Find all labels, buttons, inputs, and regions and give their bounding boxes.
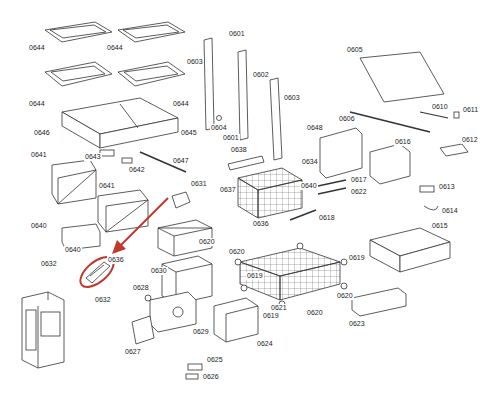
callout-number: 0631 (190, 180, 208, 188)
callout-number: 0644 (28, 100, 46, 108)
callout-number: 0644 (172, 100, 190, 108)
callout-number: 0643 (84, 153, 102, 161)
callout-number: 0615 (431, 222, 449, 230)
callout-number: 0603 (283, 94, 301, 102)
callout-number: 0646 (33, 129, 51, 137)
callout-number: 0640 (30, 222, 48, 230)
callout-number: 0640 (64, 246, 82, 254)
callout-number: 0647 (172, 157, 190, 165)
callout-number: 0614 (441, 207, 459, 215)
callout-number: 0618 (318, 214, 336, 222)
callout-number: 0601 (228, 30, 246, 38)
callout-number: 0636 (252, 220, 270, 228)
callout-number: 0619 (348, 254, 366, 262)
callout-number: 0624 (256, 340, 274, 348)
callout-number: 0623 (348, 320, 366, 328)
callout-number: 0628 (132, 284, 150, 292)
callout-number: 0644 (106, 44, 124, 52)
callout-number: 0630 (150, 267, 168, 275)
callout-number: 0604 (210, 124, 228, 132)
callout-number: 0638 (230, 146, 248, 154)
callout-number: 0603 (186, 58, 204, 66)
callout-number: 0632 (40, 260, 58, 268)
callout-number: 0629 (192, 328, 210, 336)
callout-number: 0636 (107, 256, 125, 264)
callout-number: 0617 (350, 176, 368, 184)
callout-number: 0632 (94, 296, 112, 304)
callout-number: 0621 (270, 304, 288, 312)
callout-number: 0610 (431, 103, 449, 111)
callout-number: 0611 (462, 106, 479, 114)
callout-number: 0619 (246, 272, 264, 280)
callout-number: 0619 (262, 312, 280, 320)
callout-number: 0620 (306, 309, 324, 317)
callout-number: 0644 (28, 44, 46, 52)
callout-number: 0627 (124, 348, 142, 356)
callout-number: 0606 (338, 115, 356, 123)
callout-number: 0625 (206, 356, 224, 364)
callout-number: 0634 (301, 158, 319, 166)
callout-number: 0602 (252, 71, 270, 79)
callout-number: 0620 (198, 238, 216, 246)
callout-number: 0613 (438, 183, 456, 191)
callout-number: 0641 (98, 182, 116, 190)
callout-number: 0626 (202, 373, 220, 381)
callout-number: 0637 (219, 186, 237, 194)
callout-number: 0642 (128, 166, 146, 174)
callout-number: 0622 (350, 188, 368, 196)
callout-number: 0612 (461, 136, 479, 144)
callout-number: 0645 (180, 129, 198, 137)
callout-number: 0620 (336, 292, 354, 300)
callout-number: 0648 (306, 124, 324, 132)
callout-number: 0605 (346, 46, 364, 54)
callout-number: 0620 (228, 248, 246, 256)
callout-number: 0616 (394, 138, 412, 146)
callout-number: 0641 (30, 151, 48, 159)
callout-number: 0601 (222, 134, 240, 142)
callout-number: 0640 (300, 182, 318, 190)
